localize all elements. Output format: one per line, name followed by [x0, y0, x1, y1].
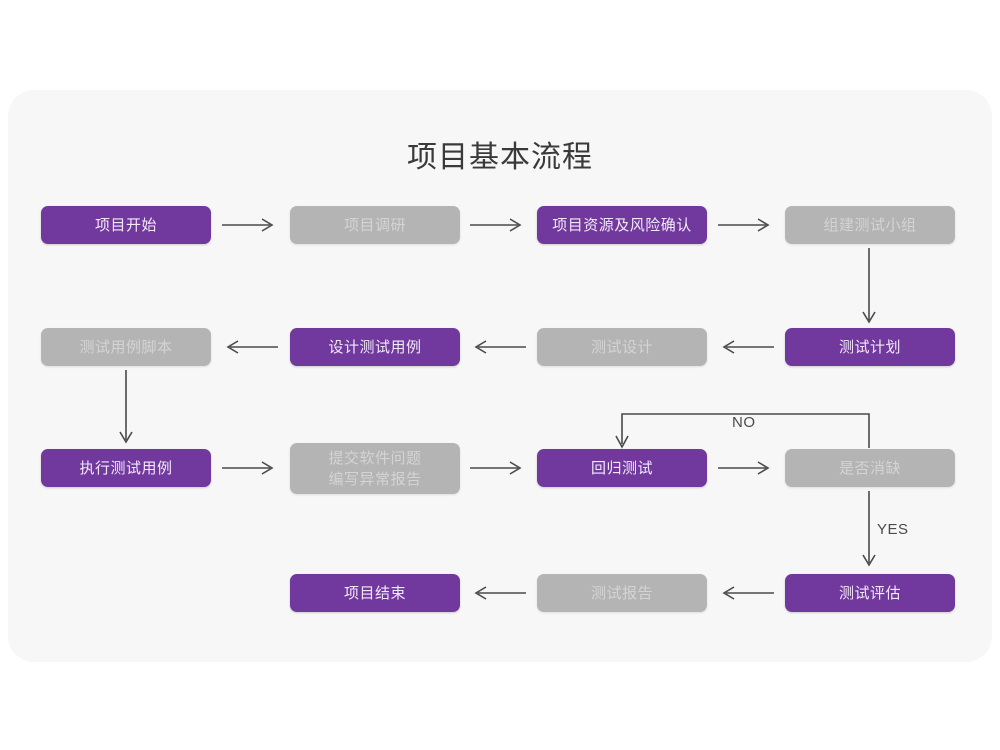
node-label: 设计测试用例	[328, 338, 422, 356]
node-project-start[interactable]: 项目开始	[41, 206, 211, 244]
node-case-script[interactable]: 测试用例脚本	[41, 328, 211, 366]
node-design-case[interactable]: 设计测试用例	[290, 328, 460, 366]
node-build-team[interactable]: 组建测试小组	[785, 206, 955, 244]
node-resource-risk[interactable]: 项目资源及风险确认	[537, 206, 707, 244]
node-test-plan[interactable]: 测试计划	[785, 328, 955, 366]
node-label: 项目调研	[343, 216, 406, 234]
node-execute-case[interactable]: 执行测试用例	[41, 449, 211, 487]
edge-label-no: NO	[732, 414, 756, 431]
node-label: 测试报告	[590, 584, 653, 602]
node-label: 项目开始	[94, 216, 157, 234]
node-is-resolved[interactable]: 是否消缺	[785, 449, 955, 487]
node-label: 测试用例脚本	[79, 338, 173, 356]
edge-label-yes: YES	[877, 521, 909, 538]
node-label: 项目资源及风险确认	[552, 216, 692, 234]
node-label: 是否消缺	[838, 459, 901, 477]
node-regression-test[interactable]: 回归测试	[537, 449, 707, 487]
flowchart-card	[8, 90, 992, 662]
node-label: 项目结束	[343, 584, 406, 602]
node-label: 测试评估	[838, 584, 901, 602]
node-project-end[interactable]: 项目结束	[290, 574, 460, 612]
node-label: 回归测试	[590, 459, 653, 477]
page-title: 项目基本流程	[407, 141, 593, 174]
node-test-evaluation[interactable]: 测试评估	[785, 574, 955, 612]
node-label: 测试设计	[590, 338, 653, 356]
node-label: 执行测试用例	[79, 459, 173, 477]
node-submit-issue[interactable]: 提交软件问题 编写异常报告	[290, 443, 460, 494]
node-project-research[interactable]: 项目调研	[290, 206, 460, 244]
node-label: 组建测试小组	[823, 216, 917, 234]
node-test-design[interactable]: 测试设计	[537, 328, 707, 366]
node-label: 提交软件问题 编写异常报告	[328, 449, 422, 488]
node-test-report[interactable]: 测试报告	[537, 574, 707, 612]
node-label: 测试计划	[838, 338, 901, 356]
